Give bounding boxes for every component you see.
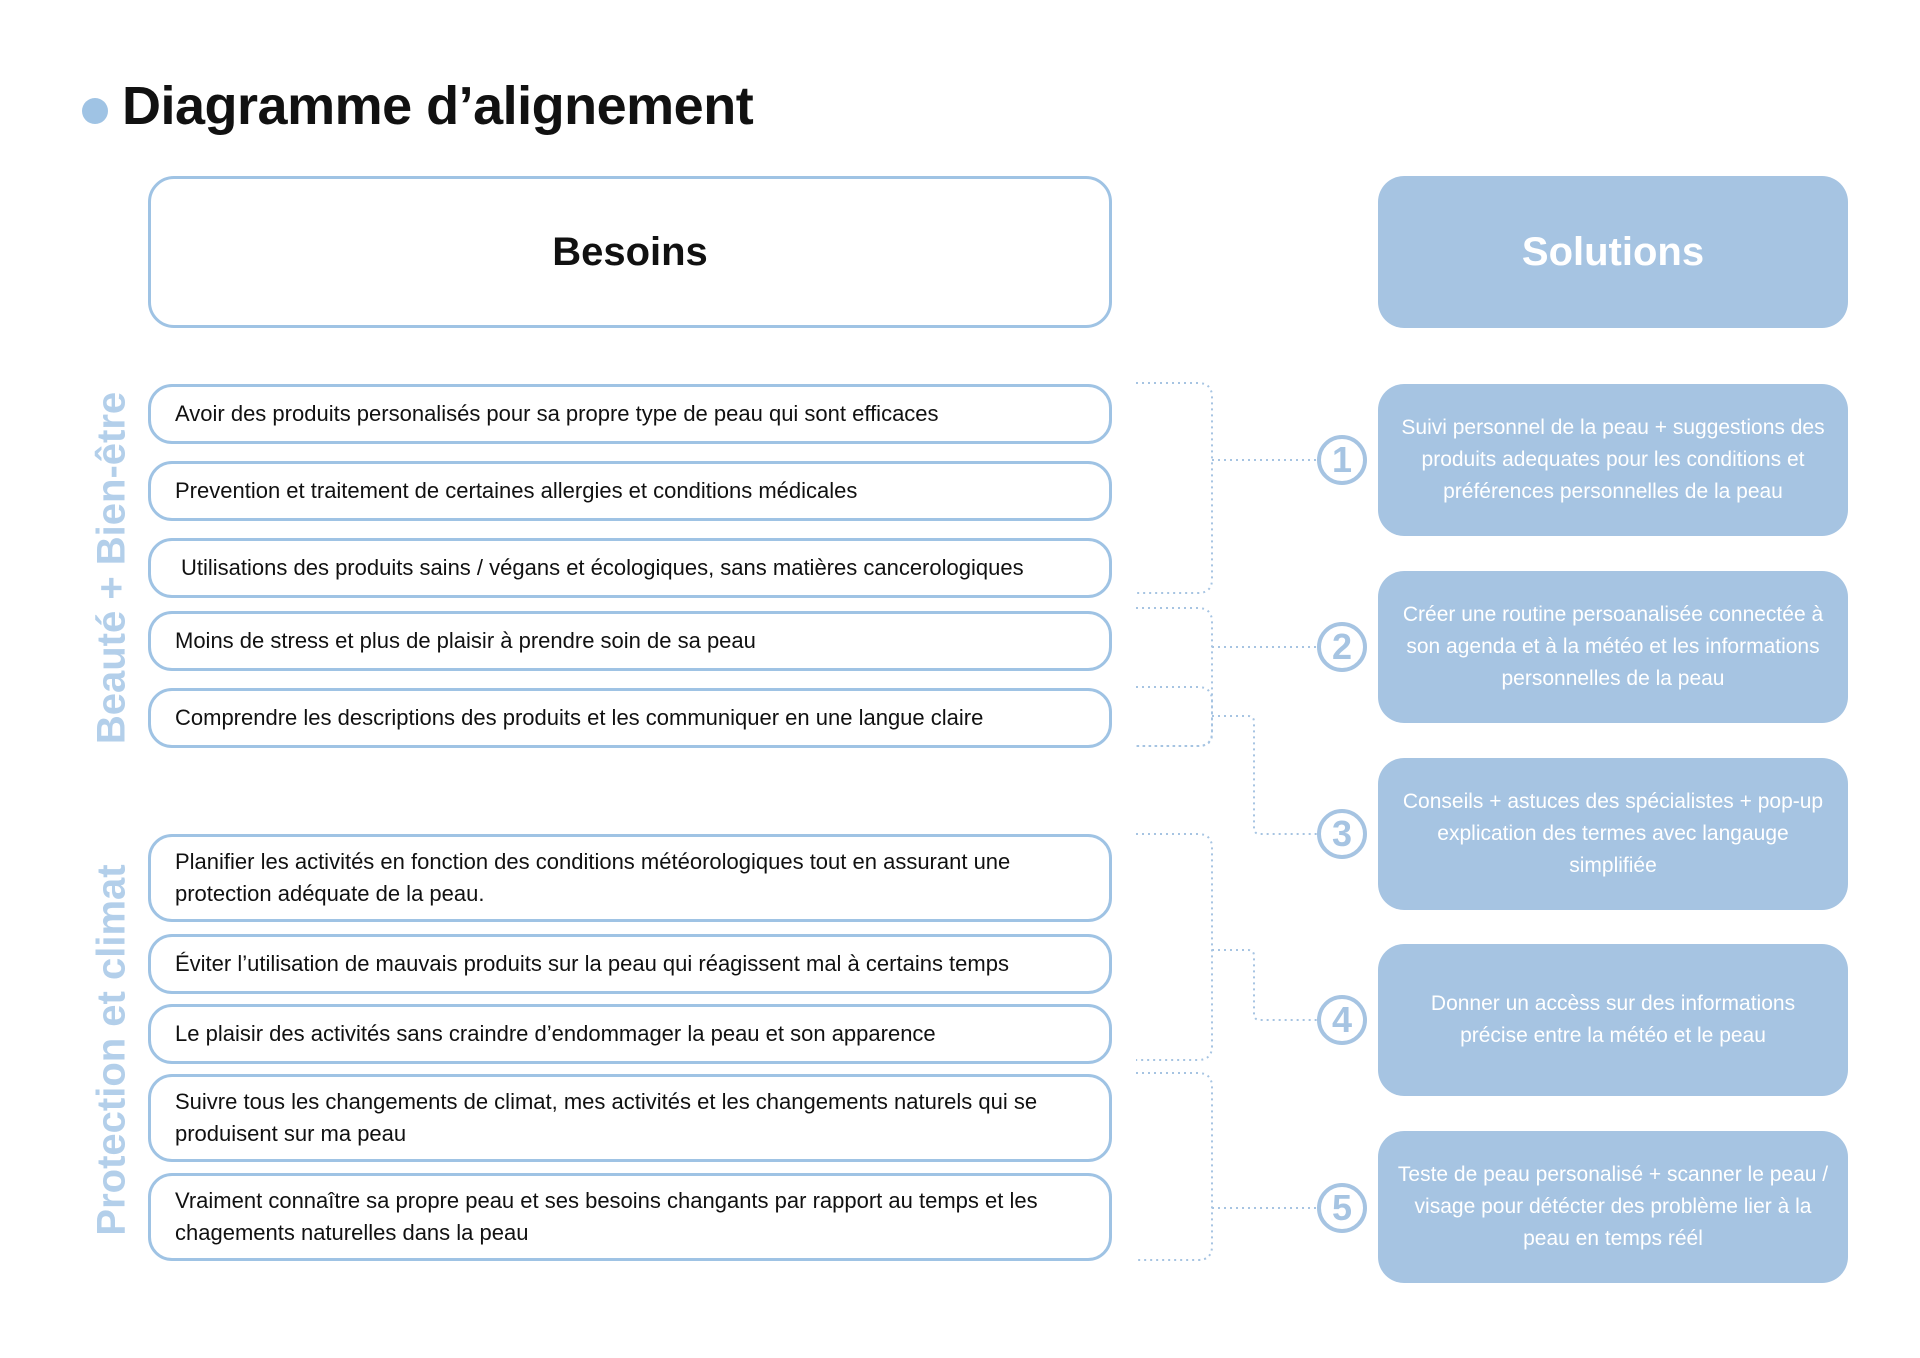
solutions-header-label: Solutions (1521, 229, 1705, 274)
need-item: Avoir des produits personalisés pour sa … (148, 384, 1112, 444)
solution-text: Créer une routine persoanalisée connecté… (1402, 603, 1824, 690)
solutions-header: Solutions (1378, 176, 1848, 328)
solution-item: Donner un accèss sur des informations pr… (1378, 944, 1848, 1096)
category-label-beauty: Beauté + Bien-être (89, 391, 134, 745)
need-item: Utilisations des produits sains / végans… (148, 538, 1112, 598)
solution-number-badge: 2 (1317, 622, 1367, 672)
solution-text: Teste de peau personalisé + scanner le p… (1397, 1163, 1829, 1250)
category-label-protection: Protection et climat (89, 864, 134, 1236)
solution-text: Donner un accèss sur des informations pr… (1430, 992, 1796, 1047)
need-text: Comprendre les descriptions des produits… (175, 705, 984, 730)
solution-item: Teste de peau personalisé + scanner le p… (1378, 1131, 1848, 1283)
solution-item: Conseils + astuces des spécialistes + po… (1378, 758, 1848, 910)
solution-text: Suivi personnel de la peau + suggestions… (1401, 416, 1825, 503)
need-item: Vraiment connaître sa propre peau et ses… (148, 1173, 1112, 1261)
need-item: Moins de stress et plus de plaisir à pre… (148, 611, 1112, 671)
need-item: Le plaisir des activités sans craindre d… (148, 1004, 1112, 1064)
need-text: Prevention et traitement de certaines al… (175, 478, 858, 503)
page-title: Diagramme d’alignement (122, 76, 754, 136)
solution-text: Conseils + astuces des spécialistes + po… (1402, 790, 1824, 877)
need-text: Moins de stress et plus de plaisir à pre… (175, 628, 756, 653)
connector-2 (1136, 607, 1317, 747)
solution-number-badge: 4 (1317, 995, 1367, 1045)
need-item: Prevention et traitement de certaines al… (148, 461, 1112, 521)
connector-5 (1136, 1072, 1317, 1261)
connector-1 (1136, 382, 1317, 594)
solution-item: Créer une routine persoanalisée connecté… (1378, 571, 1848, 723)
need-item: Éviter l’utilisation de mauvais produits… (148, 934, 1112, 994)
need-text: Vraiment connaître sa propre peau et ses… (175, 1188, 1038, 1245)
need-item: Comprendre les descriptions des produits… (148, 688, 1112, 748)
needs-header-label: Besoins (552, 229, 708, 274)
need-text: Éviter l’utilisation de mauvais produits… (175, 951, 1009, 976)
solution-number-badge: 5 (1317, 1183, 1367, 1233)
need-text: Utilisations des produits sains / végans… (181, 555, 1024, 580)
need-item: Suivre tous les changements de climat, m… (148, 1074, 1112, 1162)
need-text: Planifier les activités en fonction des … (175, 849, 1011, 906)
connector-4 (1136, 833, 1317, 1061)
needs-header: Besoins (148, 176, 1112, 328)
need-text: Suivre tous les changements de climat, m… (175, 1089, 1038, 1146)
solution-number-badge: 1 (1317, 435, 1367, 485)
solution-item: Suivi personnel de la peau + suggestions… (1378, 384, 1848, 536)
connector-3 (1136, 686, 1317, 835)
solution-number-badge: 3 (1317, 809, 1367, 859)
need-text: Le plaisir des activités sans craindre d… (175, 1021, 936, 1046)
title-bullet-icon (82, 98, 108, 124)
need-item: Planifier les activités en fonction des … (148, 834, 1112, 922)
need-text: Avoir des produits personalisés pour sa … (175, 401, 939, 426)
